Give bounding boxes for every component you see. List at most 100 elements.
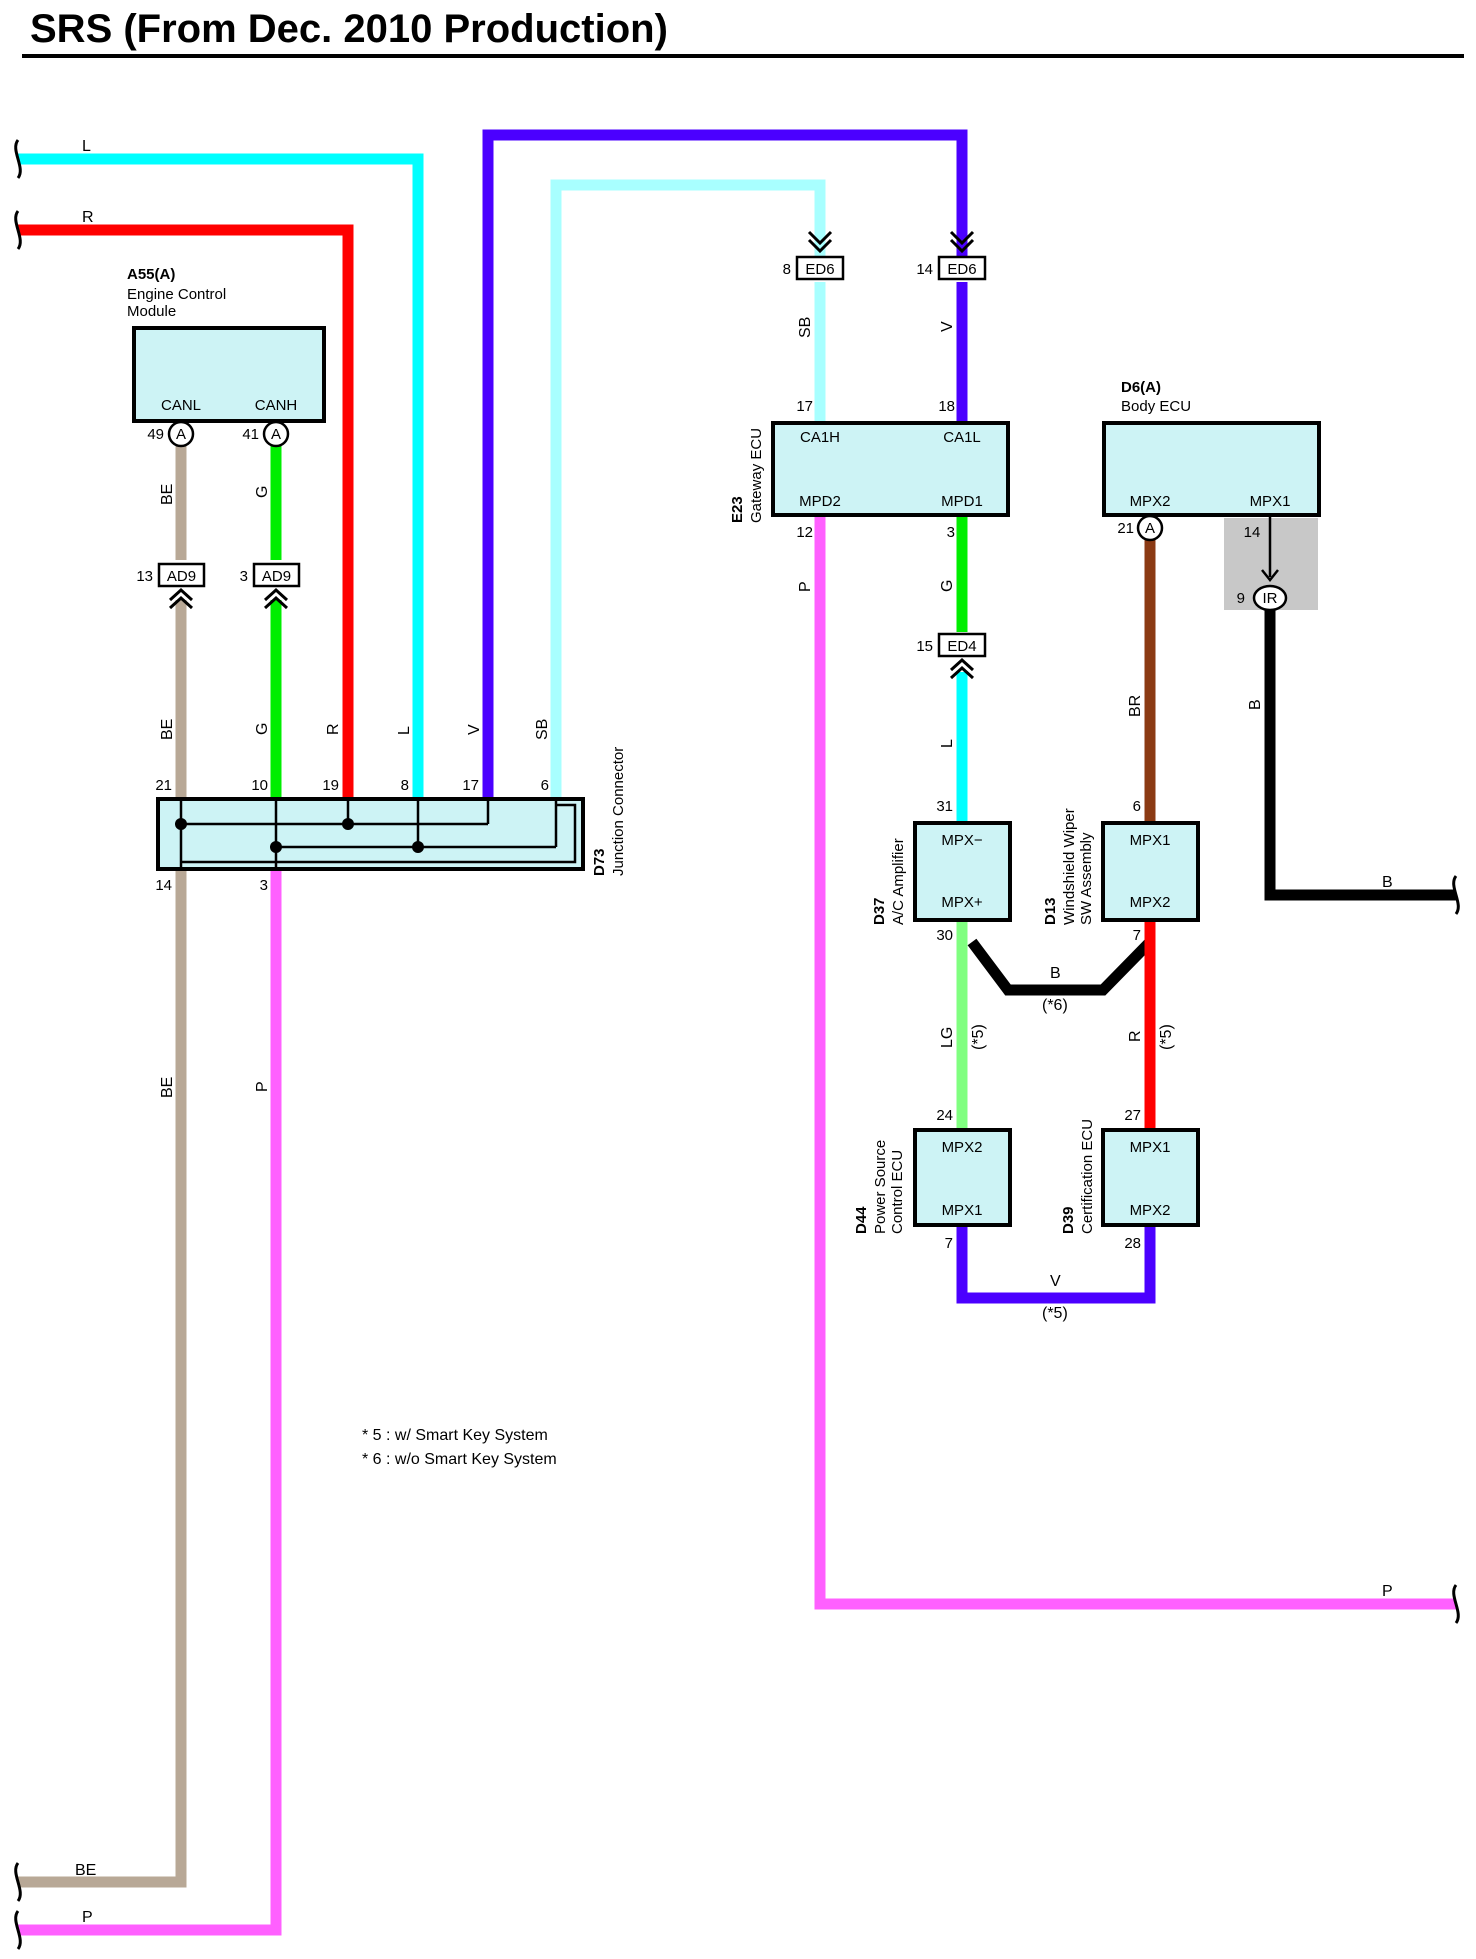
d6-pin-circle [1136, 514, 1164, 542]
note-star6: (*6) [1042, 997, 1068, 1014]
d73-pin-3: 3 [260, 877, 268, 894]
d6-circle-label: A [1145, 520, 1155, 537]
wire-label-p-bottom: P [82, 1909, 93, 1926]
wire-label-l-mid: L [396, 726, 413, 735]
d44-name-2: Control ECU [889, 1150, 906, 1234]
ed4-connector-15: ED4 15 [916, 632, 987, 680]
d39-term-mpx1: MPX1 [1130, 1139, 1171, 1156]
a55-circle-label-2: A [271, 426, 281, 443]
d73-junction-dot-3 [270, 841, 282, 853]
d44-id: D44 [853, 1206, 870, 1234]
d37-name: A/C Amplifier [890, 838, 907, 925]
wire-label-b-d6: B [1247, 699, 1264, 710]
e23-term-mpd1: MPD1 [941, 493, 983, 510]
d73-name: Junction Connector [610, 747, 627, 876]
e23-pin-3: 3 [947, 524, 955, 541]
wire-v-top [482, 129, 968, 797]
a55-id: A55(A) [127, 266, 175, 283]
e23-id: E23 [729, 496, 746, 523]
wire-label-g-d73: G [254, 723, 271, 735]
ad9-code-b: AD9 [262, 568, 291, 585]
d13-name-2: SW Assembly [1078, 832, 1095, 925]
ed6-connector-14: ED6 14 [916, 230, 987, 281]
ir-code: IR [1263, 590, 1278, 607]
wire-b-d37-d13 [967, 938, 1154, 996]
d73-id: D73 [591, 848, 608, 876]
wire-sb-top [550, 179, 826, 797]
d13-term-mpx1: MPX1 [1130, 832, 1171, 849]
d13-name-1: Windshield Wiper [1061, 808, 1078, 925]
wire-label-r-top: R [82, 209, 94, 226]
a55-pin-41: 41 [242, 426, 259, 443]
e23-pin-17: 17 [796, 398, 813, 415]
wire-l-top [18, 153, 424, 797]
e23-term-ca1h: CA1H [800, 429, 840, 446]
a55-pin-circle-2 [262, 420, 290, 448]
ed4-code: ED4 [947, 638, 976, 655]
wire-p-bottom [18, 870, 282, 1936]
e23-term-ca1l: CA1L [943, 429, 981, 446]
e23-gateway-ecu [771, 421, 1010, 517]
d37-pin-30: 30 [936, 927, 953, 944]
wire-label-lg-d37: LG [939, 1027, 956, 1048]
ir-connector [1252, 584, 1288, 612]
ed4-pin-15: 15 [916, 638, 933, 655]
a55-term-canl: CANL [161, 397, 201, 414]
wire-label-g-e23: G [939, 580, 956, 592]
break-mark-b [1452, 875, 1460, 915]
ed6-pin-14: 14 [916, 261, 933, 278]
a55-term-canh: CANH [255, 397, 298, 414]
a55-circle-label-1: A [176, 426, 186, 443]
e23-term-mpd2: MPD2 [799, 493, 841, 510]
ed6-code-b: ED6 [947, 261, 976, 278]
d73-pin-19: 19 [322, 777, 339, 794]
note-star5-lg: (*5) [970, 1024, 987, 1050]
d73-pin-17: 17 [462, 777, 479, 794]
d39-name: Certification ECU [1079, 1119, 1096, 1234]
wire-label-b-d37: B [1050, 965, 1061, 982]
ad9-connector-13: AD9 13 [136, 562, 206, 610]
a55-engine-control-module [132, 326, 326, 423]
break-mark-p-left [14, 1910, 22, 1950]
wire-label-v-e23: V [939, 321, 956, 332]
wire-be-bottom [18, 870, 187, 1888]
wire-v-d44-d39 [956, 1225, 1156, 1304]
note-star5-r: (*5) [1158, 1024, 1175, 1050]
wire-label-br-d6: BR [1127, 695, 1144, 717]
d37-term-mpx-plus: MPX+ [941, 894, 983, 911]
d37-term-mpx-minus: MPX− [941, 832, 983, 849]
wire-label-p-mid: P [254, 1081, 271, 1092]
d44-name-1: Power Source [872, 1140, 889, 1234]
a55-pin-circle-1 [167, 420, 195, 448]
d6-name: Body ECU [1121, 398, 1191, 415]
wire-label-be-bottom-mid: BE [159, 1077, 176, 1098]
ed6-pin-8: 8 [783, 261, 791, 278]
e23-name: Gateway ECU [748, 428, 765, 523]
wire-r-top [18, 224, 354, 797]
d44-pin-7: 7 [945, 1235, 953, 1252]
wire-label-p-right: P [1382, 1583, 1393, 1600]
d73-pin-10: 10 [251, 777, 268, 794]
wire-label-sb-e23: SB [797, 317, 814, 338]
d44-pin-24: 24 [936, 1107, 953, 1124]
d73-pin-6: 6 [541, 777, 549, 794]
d73-junction-connector [156, 797, 585, 871]
d6-pin-21: 21 [1117, 520, 1134, 537]
wire-label-be-a55: BE [159, 484, 176, 505]
break-mark-be [14, 1862, 22, 1902]
d6-term-mpx1: MPX1 [1250, 493, 1291, 510]
d73-junction-dot-2 [342, 818, 354, 830]
d13-pin-7: 7 [1133, 927, 1141, 944]
wire-p-e23 [814, 516, 1456, 1610]
note-star5-v: (*5) [1042, 1305, 1068, 1322]
wire-label-l-top: L [82, 138, 91, 155]
e23-pin-18: 18 [938, 398, 955, 415]
d39-term-mpx2: MPX2 [1130, 1202, 1171, 1219]
d73-junction-dot-4 [412, 841, 424, 853]
wire-label-p-e23: P [797, 581, 814, 592]
d37-id: D37 [871, 897, 888, 925]
d6-id: D6(A) [1121, 379, 1161, 396]
wire-label-sb-mid: SB [534, 719, 551, 740]
legend-note-5: * 5 : w/ Smart Key System [362, 1427, 548, 1444]
